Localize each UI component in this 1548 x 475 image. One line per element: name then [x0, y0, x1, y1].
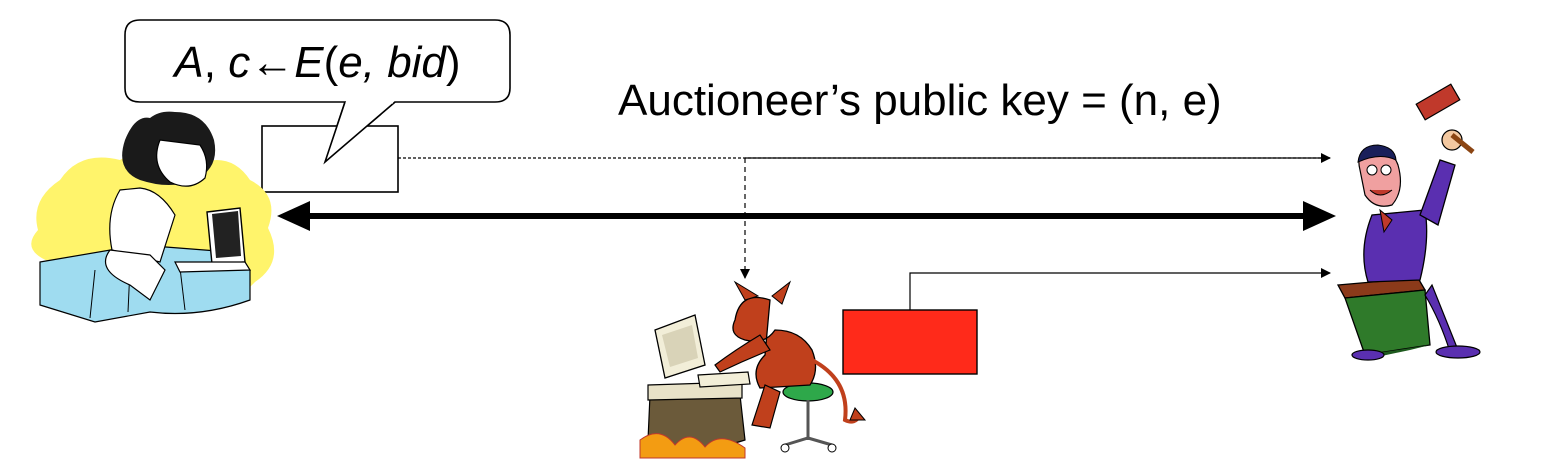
tampered-message-arrow — [909, 268, 1331, 310]
sep: , — [203, 38, 229, 87]
ciphertext-var: c — [228, 38, 251, 87]
auctioneer-with-gavel-icon — [1336, 83, 1481, 361]
devil-hacker-icon — [639, 280, 867, 459]
party-name: A — [174, 38, 204, 87]
speech-bubble-text: A, c←E(e, bid) — [125, 38, 510, 88]
arg-sep: , — [362, 38, 388, 87]
channel-arrowhead-left — [277, 201, 310, 231]
ciphertext-box — [261, 125, 399, 193]
encrypt-function: E — [294, 38, 324, 87]
public-key-label: Auctioneer’s public key = (n, e) — [618, 76, 1222, 125]
assign-arrow: ← — [250, 38, 295, 87]
tampered-message-box — [842, 309, 978, 375]
channel-arrowhead-right — [1303, 201, 1336, 231]
key-arg: e — [338, 38, 363, 87]
open-paren: ( — [323, 38, 339, 87]
girl-at-laptop-icon — [31, 111, 275, 323]
message-arg: bid — [387, 38, 446, 87]
close-paren: ) — [445, 38, 461, 87]
